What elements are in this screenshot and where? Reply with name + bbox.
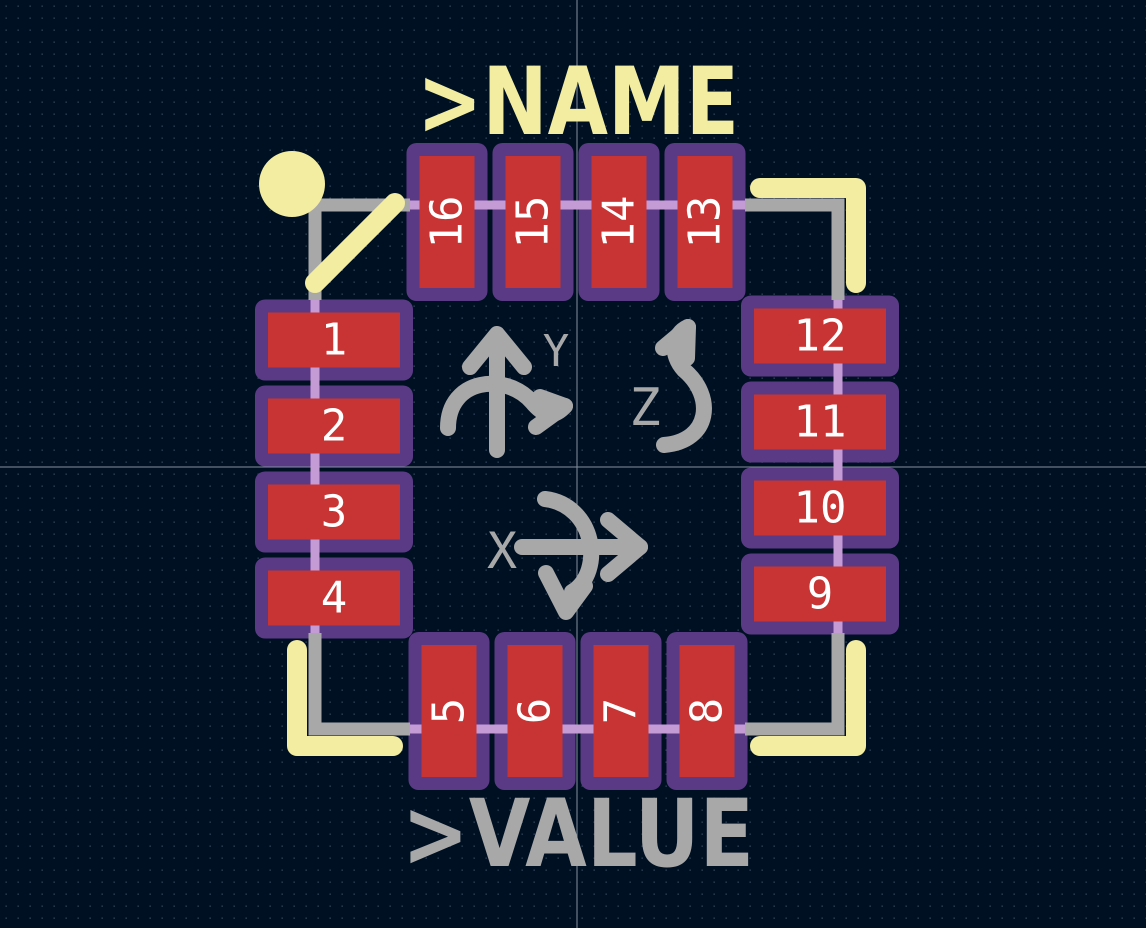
pad-5-number: 5 xyxy=(424,698,475,725)
pad-5-copper[interactable] xyxy=(421,645,477,777)
silkscreen-outline xyxy=(287,178,866,756)
pad-4[interactable]: 4 xyxy=(268,570,400,626)
pad-3-copper[interactable] xyxy=(268,484,400,540)
x-axis-label: X xyxy=(487,522,517,580)
z-rotation-gizmo[interactable] xyxy=(655,319,712,453)
pad-2[interactable]: 2 xyxy=(268,398,400,454)
pad-7-copper[interactable] xyxy=(593,645,649,777)
pad-15-copper[interactable] xyxy=(505,156,561,288)
pad-14-copper[interactable] xyxy=(591,156,647,288)
pad-4-copper[interactable] xyxy=(268,570,400,626)
pad-9[interactable]: 9 xyxy=(754,566,886,622)
pad-13-number: 13 xyxy=(680,196,731,249)
pad-16-number: 16 xyxy=(422,196,473,249)
pad-13-copper[interactable] xyxy=(677,156,733,288)
pad-16-copper[interactable] xyxy=(419,156,475,288)
pad-5[interactable]: 5 xyxy=(421,645,477,777)
pin1-marker xyxy=(259,151,325,217)
pad-9-copper[interactable] xyxy=(754,566,886,622)
reference-name-label[interactable]: >NAME xyxy=(417,48,739,157)
pad-10-copper[interactable] xyxy=(754,480,886,536)
x-rotation-gizmo[interactable] xyxy=(514,491,648,620)
pad-12-number: 12 xyxy=(794,311,847,362)
pad-15[interactable]: 15 xyxy=(505,156,561,288)
pad-6[interactable]: 6 xyxy=(507,645,563,777)
pad-11[interactable]: 11 xyxy=(754,394,886,450)
pad-12[interactable]: 12 xyxy=(754,308,886,364)
value-label[interactable]: >VALUE xyxy=(402,780,754,889)
pad-7[interactable]: 7 xyxy=(593,645,649,777)
pad-16[interactable]: 16 xyxy=(419,156,475,288)
pad-14[interactable]: 14 xyxy=(591,156,647,288)
pad-6-copper[interactable] xyxy=(507,645,563,777)
pad-1-copper[interactable] xyxy=(268,312,400,368)
pad-1-number: 1 xyxy=(321,315,348,366)
pad-14-number: 14 xyxy=(594,196,645,249)
pad-2-number: 2 xyxy=(321,401,348,452)
pad-7-number: 7 xyxy=(596,698,647,725)
pad-6-number: 6 xyxy=(510,698,561,725)
z-axis-label: Z xyxy=(629,378,660,438)
pad-1[interactable]: 1 xyxy=(268,312,400,368)
pad-13[interactable]: 13 xyxy=(677,156,733,288)
pad-15-number: 15 xyxy=(508,196,559,249)
pad-12-copper[interactable] xyxy=(754,308,886,364)
pad-3[interactable]: 3 xyxy=(268,484,400,540)
pad-9-number: 9 xyxy=(807,569,834,620)
pad-4-number: 4 xyxy=(321,573,348,624)
pad-10-number: 10 xyxy=(794,483,847,534)
pad-8-number: 8 xyxy=(682,698,733,725)
pad-11-copper[interactable] xyxy=(754,394,886,450)
pad-10[interactable]: 10 xyxy=(754,480,886,536)
pad-11-number: 11 xyxy=(794,397,847,448)
pad-3-number: 3 xyxy=(321,487,348,538)
pad-8[interactable]: 8 xyxy=(679,645,735,777)
y-rotation-gizmo[interactable] xyxy=(440,326,573,458)
y-axis-label: Y xyxy=(543,326,570,377)
pad-2-copper[interactable] xyxy=(268,398,400,454)
pad-8-copper[interactable] xyxy=(679,645,735,777)
